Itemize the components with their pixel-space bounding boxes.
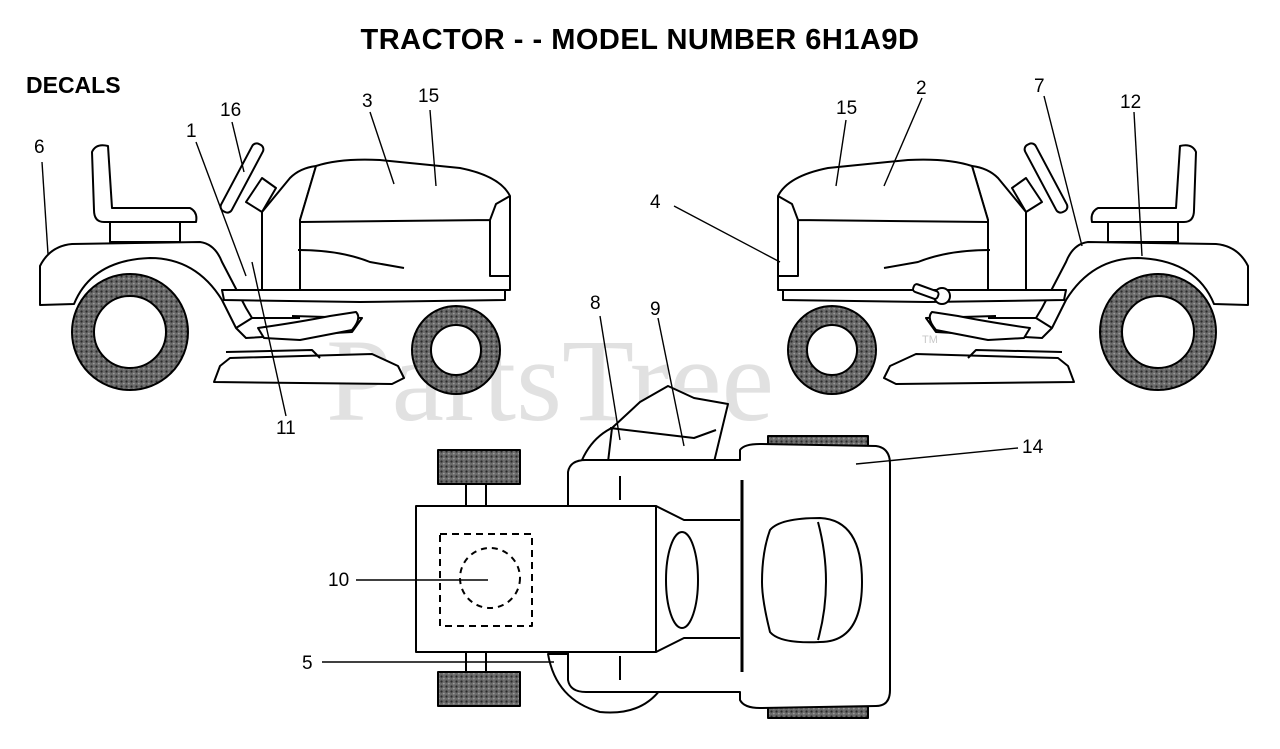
leader-15-right <box>835 119 847 187</box>
seat <box>1090 144 1197 223</box>
seat-top-dashed <box>439 533 533 627</box>
hood <box>777 158 989 291</box>
deck-hanger <box>225 349 321 359</box>
steering-column <box>1011 177 1043 213</box>
callout-6: 6 <box>34 137 45 158</box>
seat-base <box>109 221 181 243</box>
callout-9: 9 <box>650 299 661 320</box>
callout-5: 5 <box>302 653 313 674</box>
leader-16 <box>231 121 245 173</box>
hood <box>299 158 511 291</box>
tractor-right-side-view <box>777 142 1249 395</box>
leader-7 <box>1043 95 1083 247</box>
steering-column <box>245 177 277 213</box>
leader-14 <box>855 447 1019 465</box>
watermark-tm: TM <box>922 334 938 346</box>
section-label: DECALS <box>26 72 121 98</box>
lift-lever <box>912 283 940 300</box>
callout-4: 4 <box>650 192 661 213</box>
seat <box>91 144 198 223</box>
callout-15-right: 15 <box>836 98 857 119</box>
hood-top-oval <box>761 517 863 644</box>
callout-10: 10 <box>328 570 349 591</box>
steering-wheel <box>1023 142 1069 214</box>
callout-2: 2 <box>916 78 927 99</box>
callout-7: 7 <box>1034 76 1045 97</box>
steering-wheel <box>219 142 265 214</box>
rear-fender-top <box>415 505 657 653</box>
steering-shroud-crease <box>609 427 717 439</box>
seat-base <box>1107 221 1179 243</box>
front-rim <box>806 324 858 376</box>
leader-15-left <box>429 109 437 187</box>
steering-top-ellipse <box>665 531 699 629</box>
leader-11 <box>251 261 287 417</box>
mower-deck <box>213 353 405 385</box>
hood-crease <box>297 249 405 269</box>
rear-fender <box>1035 241 1249 329</box>
callout-labels: 6 1 16 3 15 11 15 2 7 12 4 8 9 14 10 5 <box>34 76 1141 674</box>
rear-tire-top-right <box>437 671 521 707</box>
rear-rim <box>93 295 167 369</box>
chassis-lower <box>221 289 506 303</box>
hood-side-panel <box>777 195 989 277</box>
front-rim <box>430 324 482 376</box>
leader-12 <box>1133 111 1143 257</box>
callout-12: 12 <box>1120 92 1141 113</box>
axle-top <box>465 484 487 672</box>
callout-15-left: 15 <box>418 86 439 107</box>
mower-deck <box>883 353 1075 385</box>
callout-3: 3 <box>362 91 373 112</box>
callout-1: 1 <box>186 121 197 142</box>
footrest <box>257 311 360 341</box>
leader-3 <box>369 111 395 185</box>
tractor-top-view <box>415 385 891 719</box>
rear-tire-top-left <box>437 449 521 485</box>
hood-crease <box>883 249 991 269</box>
leader-lines <box>41 95 1143 663</box>
callout-8: 8 <box>590 293 601 314</box>
deck-hanger <box>967 349 1063 359</box>
rear-fender <box>39 241 253 329</box>
callout-11: 11 <box>276 418 296 439</box>
rear-rim <box>1121 295 1195 369</box>
hood-top-inner <box>817 521 827 641</box>
leader-1 <box>195 141 247 277</box>
leader-4 <box>673 205 781 263</box>
tractor-left-side-view <box>39 142 511 395</box>
leader-6 <box>41 161 49 255</box>
callout-14: 14 <box>1022 437 1044 458</box>
page-title: TRACTOR - - MODEL NUMBER 6H1A9D <box>360 24 920 56</box>
leader-8 <box>599 315 621 441</box>
dash-transition <box>655 505 740 653</box>
footrest <box>928 311 1031 341</box>
hood-side-panel <box>299 195 511 277</box>
callout-16: 16 <box>220 100 241 121</box>
leader-9 <box>657 317 685 447</box>
seat-top-circle <box>459 547 521 609</box>
leader-2 <box>883 97 923 187</box>
